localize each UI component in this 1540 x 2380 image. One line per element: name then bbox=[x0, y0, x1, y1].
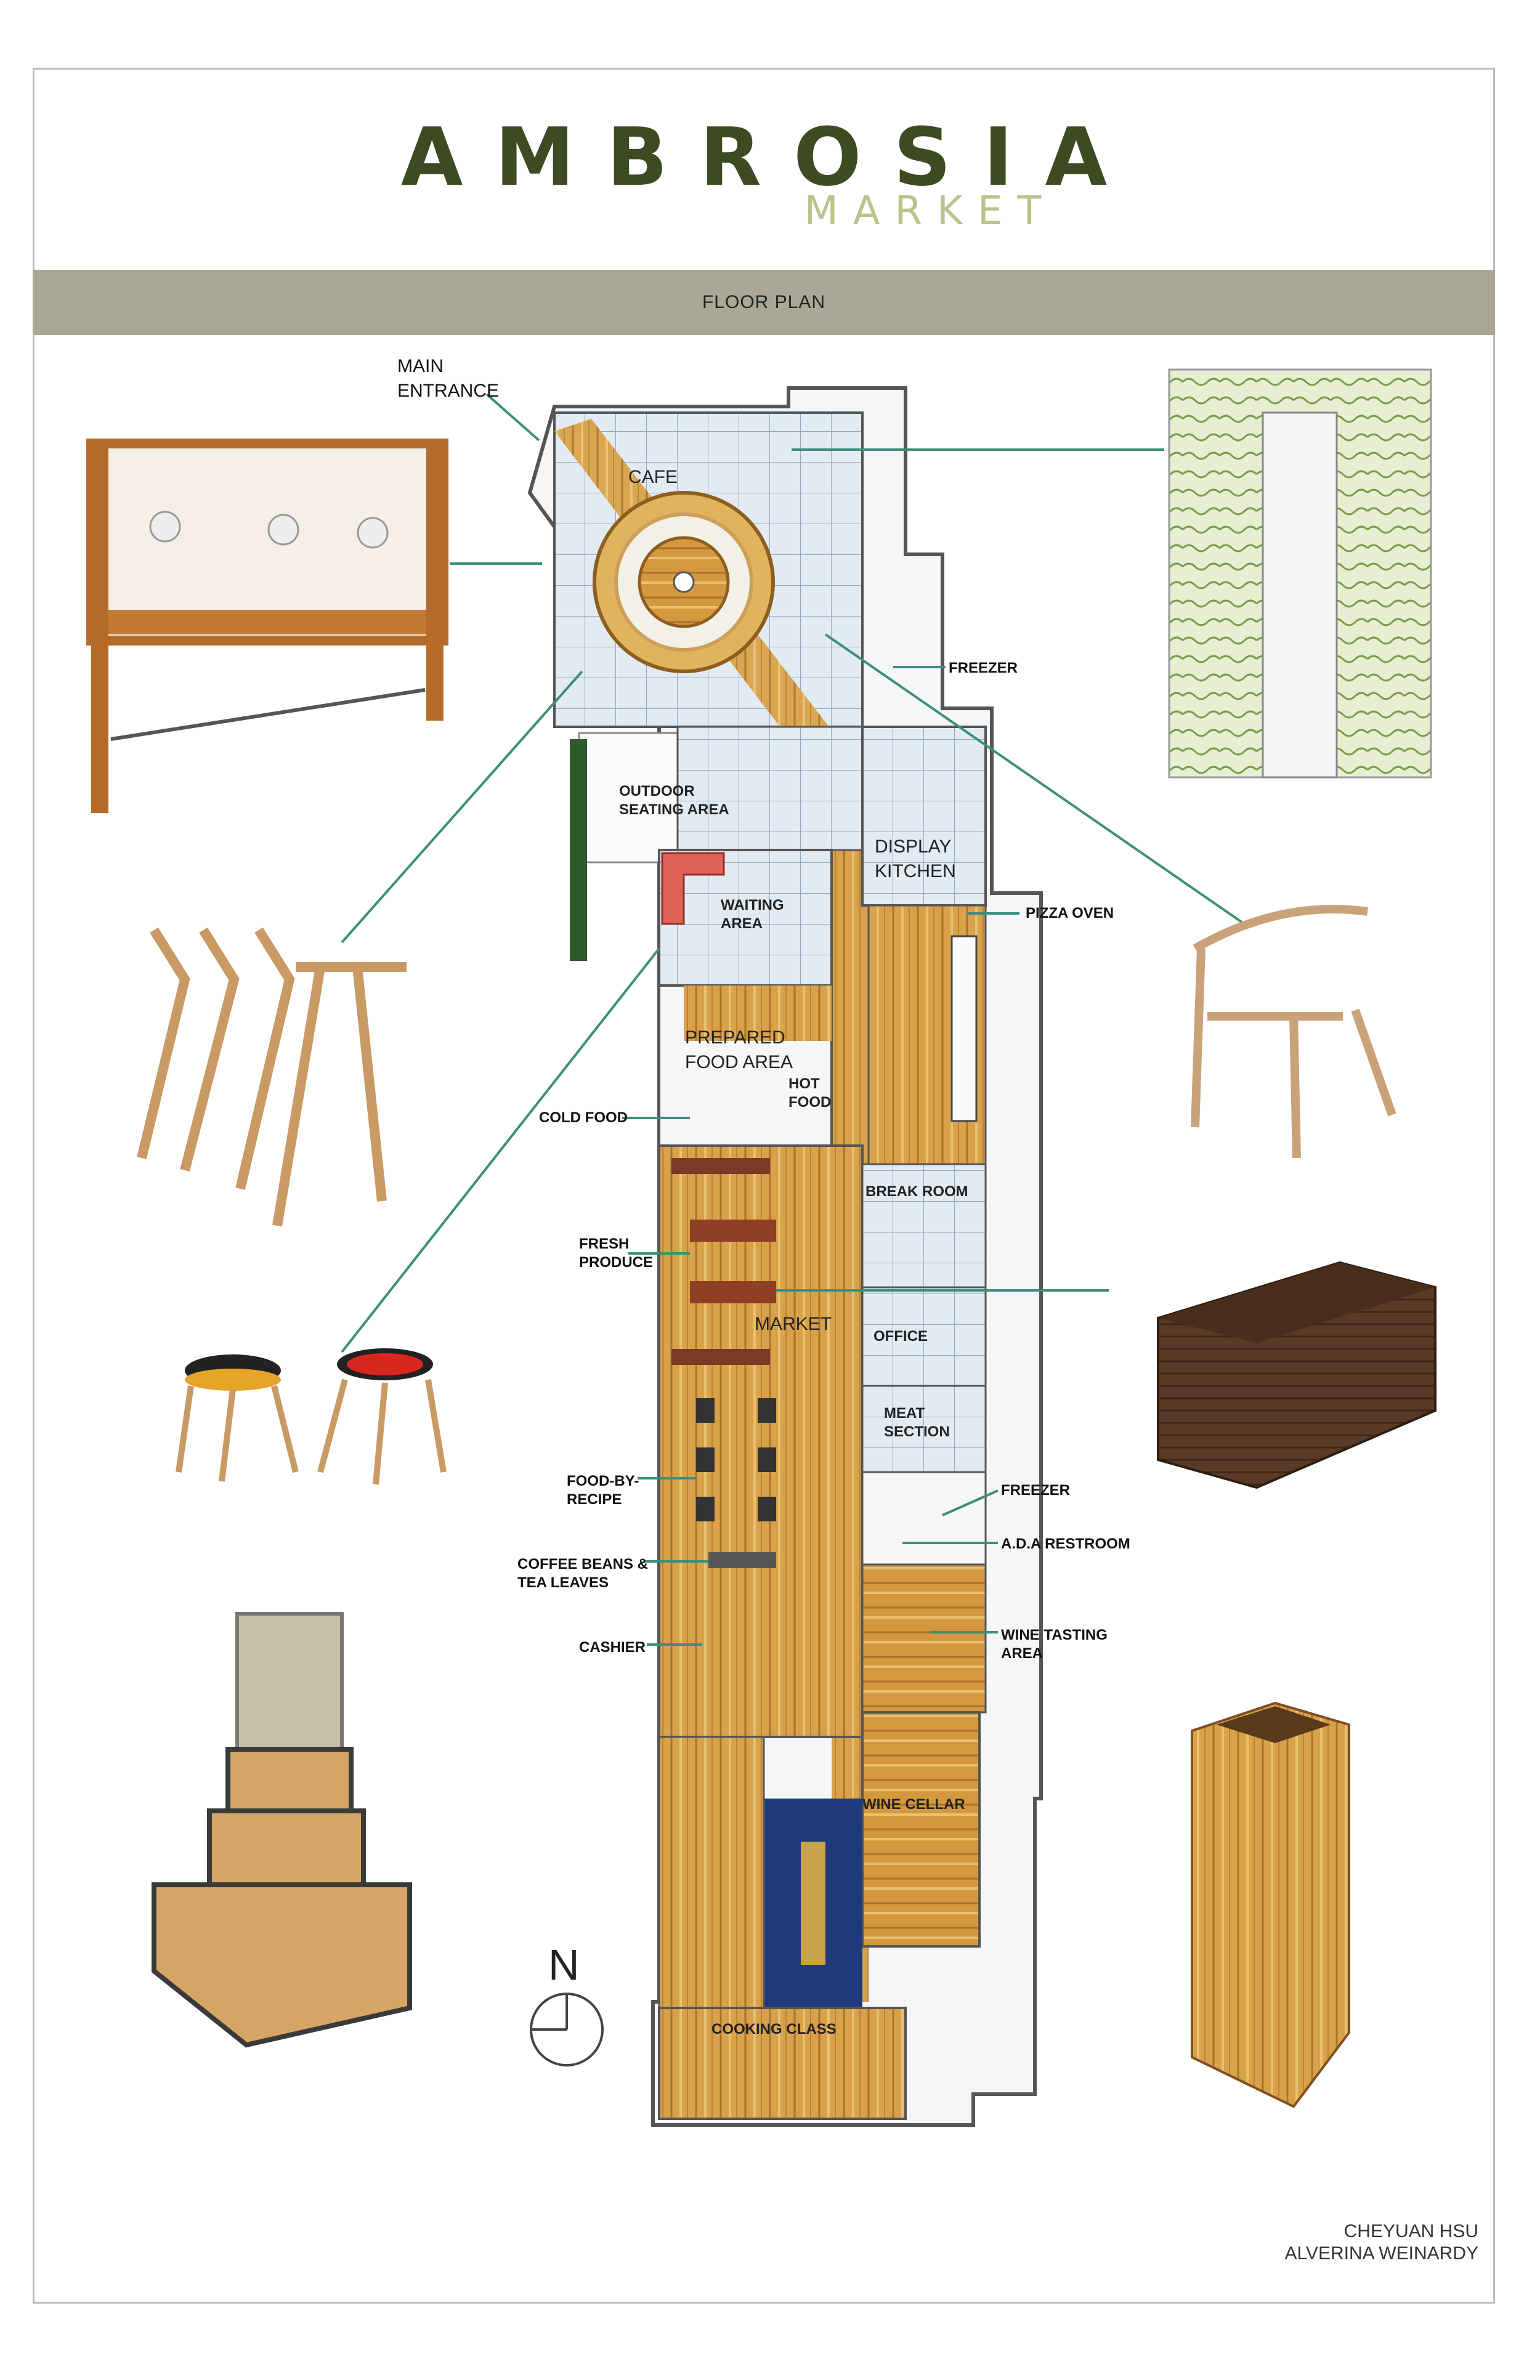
north-label: N bbox=[548, 1941, 580, 1989]
label-cafe: CAFE bbox=[628, 467, 678, 487]
label-freezer-top: FREEZER bbox=[949, 660, 1018, 676]
wine-cellar-zone bbox=[764, 1711, 981, 2008]
label-waiting-area: WAITING AREA bbox=[721, 897, 784, 932]
cafe-zone bbox=[553, 411, 864, 795]
label-wine-tasting: WINE TASTING AREA bbox=[1001, 1627, 1108, 1662]
label-cooking-class: COOKING CLASS bbox=[711, 2021, 837, 2038]
brand-title: AMBROSIA bbox=[400, 110, 1140, 204]
bar-stools-illustration bbox=[137, 927, 407, 1227]
wood-display-bin-illustration bbox=[1157, 1261, 1437, 1489]
credit-name-1: CHEYUAN HSU bbox=[1343, 2221, 1478, 2241]
label-cashier: CASHIER bbox=[579, 1639, 646, 1656]
label-coffee-beans: COFFEE BEANS & TEA LEAVES bbox=[517, 1556, 649, 1591]
green-wall-illustration bbox=[1168, 368, 1432, 779]
label-wine-cellar: WINE CELLAR bbox=[862, 1796, 965, 1813]
prepared-food-zone bbox=[658, 984, 833, 1147]
label-hot-food: HOT FOOD bbox=[788, 1075, 832, 1111]
armchair-illustration bbox=[1191, 905, 1396, 1159]
north-compass-icon bbox=[530, 1993, 604, 2066]
label-pizza-oven: PIZZA OVEN bbox=[1026, 905, 1114, 921]
label-break-room: BREAK ROOM bbox=[865, 1183, 968, 1200]
market-zone bbox=[658, 1144, 864, 1738]
credit-name-2: ALVERINA WEINARDY bbox=[1284, 2243, 1478, 2264]
low-stools-illustration bbox=[176, 1348, 447, 1485]
credits: CHEYUAN HSU ALVERINA WEINARDY bbox=[1284, 2220, 1478, 2265]
leader-lines bbox=[341, 393, 1246, 1646]
tiered-display-illustration bbox=[152, 1612, 412, 2048]
poster-frame bbox=[33, 68, 1495, 2304]
wood-planter-illustration bbox=[1191, 1701, 1350, 2108]
label-meat-section: MEAT SECTION bbox=[884, 1405, 950, 1440]
label-prepared-food: PREPARED FOOD AREA bbox=[685, 1027, 793, 1072]
label-market: MARKET bbox=[755, 1314, 832, 1334]
banner-title: FLOOR PLAN bbox=[702, 292, 826, 312]
brand-subtitle: MARKET bbox=[804, 188, 1056, 234]
display-kitchen-zone bbox=[861, 726, 987, 1165]
brand-logo: AMBROSIA MARKET bbox=[0, 117, 1540, 234]
outdoor-seating-zone bbox=[570, 732, 691, 961]
back-of-house bbox=[861, 1163, 987, 1714]
label-outdoor-seating: OUTDOOR SEATING AREA bbox=[619, 783, 729, 818]
label-fresh-produce: FRESH PRODUCE bbox=[579, 1236, 654, 1271]
cooking-class-zone bbox=[658, 1736, 907, 2120]
section-banner: FLOOR PLAN bbox=[33, 270, 1495, 335]
label-display-kitchen: DISPLAY KITCHEN bbox=[875, 836, 956, 881]
label-main-entrance: MAIN ENTRANCE bbox=[397, 356, 500, 401]
label-ada-restroom: A.D.A RESTROOM bbox=[1001, 1536, 1130, 1552]
label-cold-food: COLD FOOD bbox=[539, 1109, 628, 1126]
label-freezer-bottom: FREEZER bbox=[1001, 1482, 1071, 1499]
label-office: OFFICE bbox=[873, 1328, 928, 1345]
waiting-area-zone bbox=[658, 849, 833, 987]
bar-counter-illustration bbox=[86, 439, 448, 813]
label-food-by-recipe: FOOD-BY- RECIPE bbox=[567, 1473, 639, 1508]
